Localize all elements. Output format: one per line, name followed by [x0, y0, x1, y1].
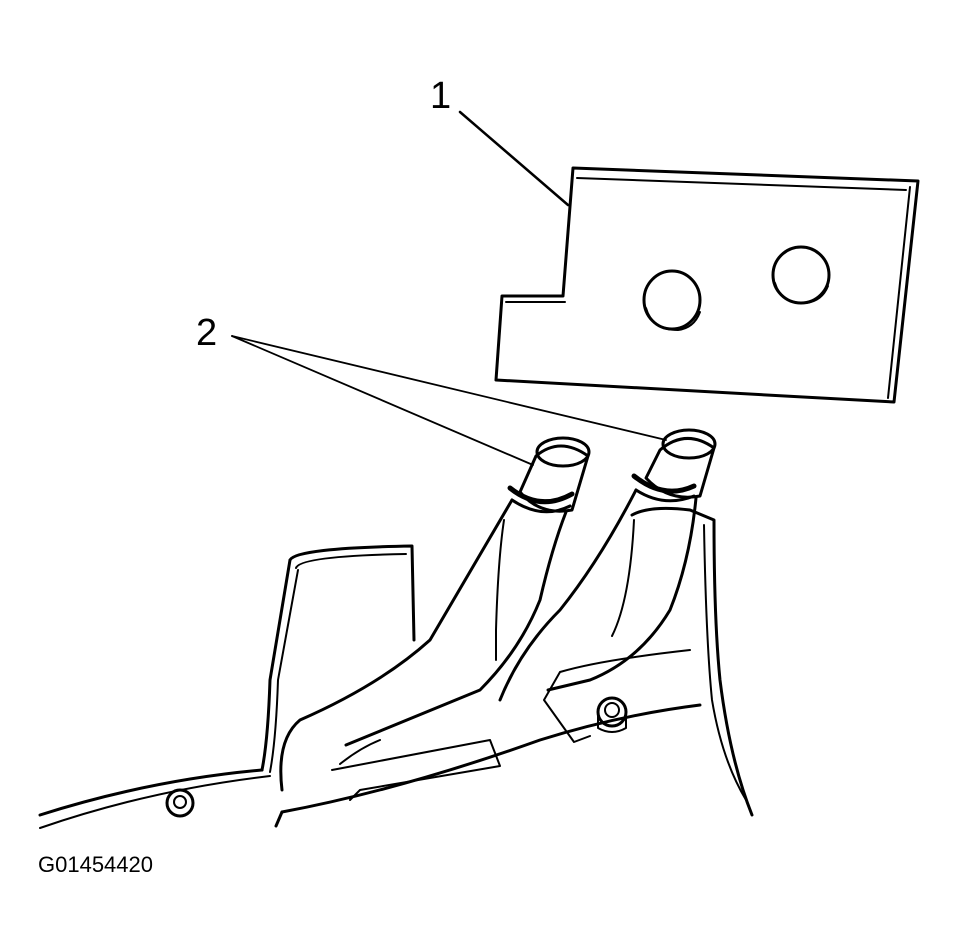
- leader-lines: [231, 110, 667, 466]
- figure-id: G01454420: [38, 852, 153, 877]
- bracket-plate: [494, 166, 920, 404]
- fastener-bolt: [165, 788, 195, 818]
- mounting-hole: [642, 269, 702, 331]
- fastener-nut: [596, 696, 628, 733]
- pipe-right: [498, 428, 717, 702]
- callout-2: 2: [196, 312, 217, 354]
- pipe-left: [279, 436, 591, 792]
- mounting-hole: [771, 245, 831, 305]
- callout-1: 1: [430, 75, 451, 117]
- housing: [38, 506, 754, 829]
